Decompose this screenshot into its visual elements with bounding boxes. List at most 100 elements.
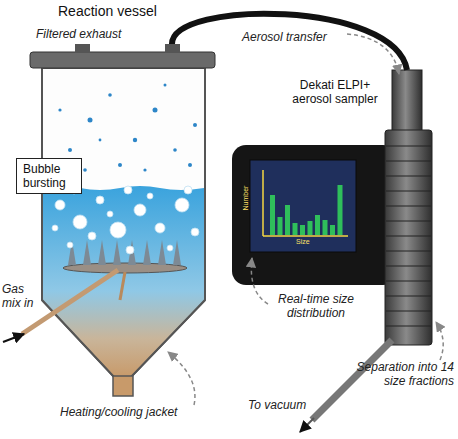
gas-plume (68, 240, 76, 265)
impactor-stage (386, 281, 431, 282)
callout: Heating/cooling jacket (60, 405, 177, 419)
droplet (108, 93, 112, 97)
bubble (67, 242, 73, 248)
shape-rect (75, 44, 90, 53)
jacket-leader (168, 352, 195, 405)
shape-rect (165, 44, 180, 53)
impactor-stage (386, 266, 431, 267)
shape-line (262, 170, 264, 236)
bubble (73, 215, 87, 229)
droplet (118, 163, 122, 167)
droplet (68, 148, 72, 152)
axis-label: Size (296, 238, 310, 246)
shape-rect (232, 145, 397, 285)
shape-rect (30, 52, 215, 68)
droplet (193, 123, 197, 127)
impactor-stage (386, 176, 431, 177)
shape-path (42, 68, 205, 378)
histogram-bar (293, 223, 298, 235)
bubble (52, 225, 58, 231)
bubble (124, 186, 132, 194)
shape-line (263, 235, 348, 237)
histogram-bar (330, 225, 335, 235)
bubble (126, 246, 134, 254)
bubble (96, 196, 104, 204)
gas-arrow (3, 334, 24, 342)
shape-path (42, 300, 205, 378)
impactor-stage (386, 221, 431, 222)
vessel-node: Reaction vesselBubble bursting (0, 44, 225, 404)
gas-pipe (22, 270, 118, 334)
histogram-bar (338, 185, 343, 235)
gas-plume (158, 240, 166, 265)
bubble (191, 228, 199, 236)
gas-plume (83, 240, 91, 265)
histogram-bar (285, 205, 290, 235)
histogram-bar (308, 221, 313, 235)
shape-g (386, 146, 431, 326)
gas-plume (98, 240, 106, 265)
shape-line (120, 272, 125, 300)
box-label: Bubble bursting (23, 162, 75, 190)
callout: Separation into 14 size fractions (338, 360, 454, 388)
bubble (88, 232, 96, 240)
shape-path (43, 186, 204, 377)
histogram-bar (300, 225, 305, 235)
bubble (175, 198, 189, 212)
tube (172, 14, 407, 70)
vessel-title: Reaction vessel (58, 3, 157, 19)
droplet (58, 108, 61, 111)
droplet (99, 139, 102, 142)
shape-rect (392, 70, 422, 132)
impactor-stage (386, 311, 431, 312)
gas-plume (143, 240, 151, 265)
bubble (155, 223, 165, 233)
impactor-stage (386, 146, 431, 147)
droplet (88, 118, 93, 123)
impactor-stage (386, 206, 431, 207)
shape-g (270, 185, 343, 235)
droplet (143, 168, 146, 171)
gas-spikes (68, 240, 181, 265)
device-title: Dekati ELPI+ aerosol sampler (282, 78, 388, 106)
shape-rect (113, 376, 133, 396)
axis-label: Number (242, 186, 250, 211)
impactor-stage (386, 296, 431, 297)
droplet (188, 163, 192, 167)
bubble (134, 204, 146, 216)
droplet (133, 138, 137, 142)
label-box: Bubble bursting (16, 158, 82, 194)
bubbles (52, 186, 199, 254)
edge-label: Aerosol transfer (240, 30, 329, 44)
vessel (30, 44, 215, 396)
callout: Real-time size distribution (266, 292, 366, 320)
flow-arrow (347, 34, 399, 74)
callout: Filtered exhaust (36, 27, 121, 41)
droplet (173, 148, 177, 152)
shape-path (312, 340, 392, 420)
impactor-stage (386, 191, 431, 192)
gas-plume (173, 240, 181, 265)
histogram-bar (315, 215, 320, 235)
histogram-bar (323, 220, 328, 235)
separation-leader (436, 322, 443, 360)
histogram-bar (278, 217, 283, 235)
bubble (167, 245, 173, 251)
screen-leader (251, 258, 268, 304)
transfer-tube (172, 14, 407, 74)
shape-rect (385, 130, 432, 345)
bubble (55, 200, 65, 210)
impactor-stage (386, 161, 431, 162)
callout: To vacuum (248, 398, 306, 412)
shape-path (300, 418, 314, 432)
droplet (153, 108, 158, 113)
impactor-stage (386, 236, 431, 237)
impactor-stage (386, 326, 431, 327)
bubble (107, 211, 113, 217)
droplet (83, 168, 87, 172)
shape-line (204, 68, 206, 300)
shape-rect (250, 160, 356, 252)
shape-ellipse (63, 263, 187, 273)
bubble (147, 193, 153, 199)
bubble (184, 186, 192, 194)
